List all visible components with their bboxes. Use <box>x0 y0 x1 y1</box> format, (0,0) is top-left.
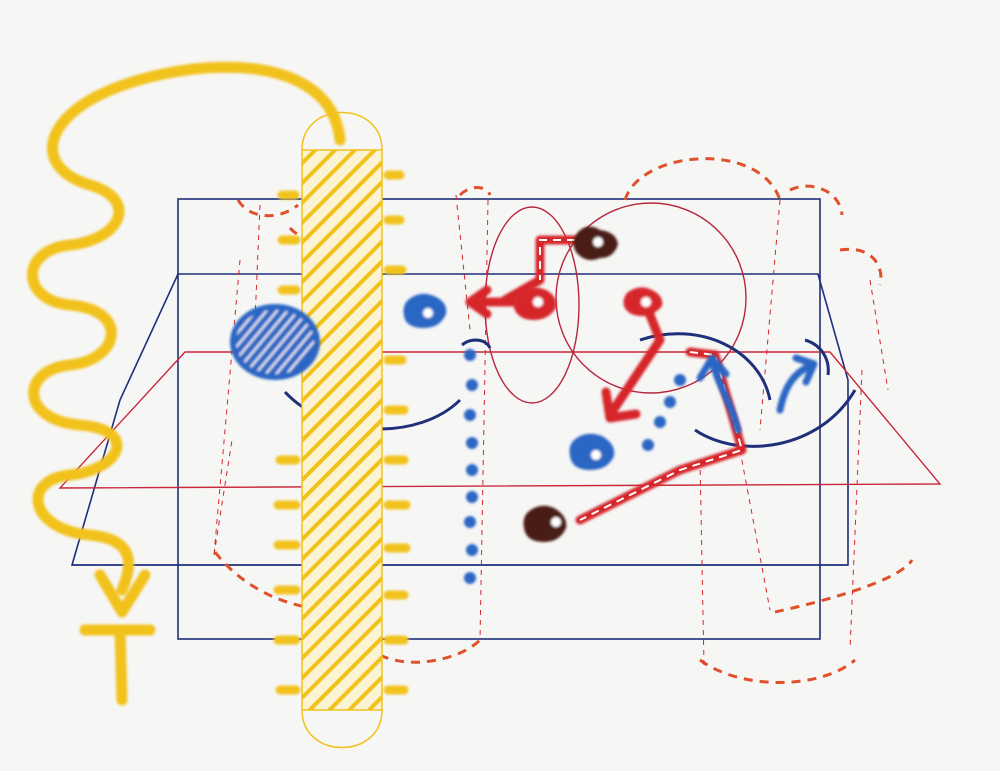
red-arrow-white-dashes <box>539 239 744 521</box>
red-plane-outline <box>58 351 942 489</box>
blue-dot-line <box>464 349 478 584</box>
spray-blob-marker-icon <box>623 287 663 316</box>
dashed-orange-curves <box>213 157 914 684</box>
yellow-squiggle-arrow-icon <box>27 61 346 706</box>
spray-blob-marker-icon <box>403 293 447 328</box>
hatched-yellow-column <box>301 111 383 749</box>
spray-blob-marker-icon <box>523 505 567 542</box>
player-markers <box>403 226 663 542</box>
blue-plane-outlines <box>70 198 849 640</box>
yellow-dash-marks <box>273 170 411 695</box>
blue-hatched-ellipse <box>230 304 320 380</box>
blue-curved-arrows <box>696 354 818 434</box>
spray-blob-marker-icon <box>573 226 618 260</box>
blue-spray-dots <box>642 374 686 451</box>
spray-blob-marker-icon <box>569 433 615 470</box>
spray-blob-marker-icon <box>514 287 557 320</box>
